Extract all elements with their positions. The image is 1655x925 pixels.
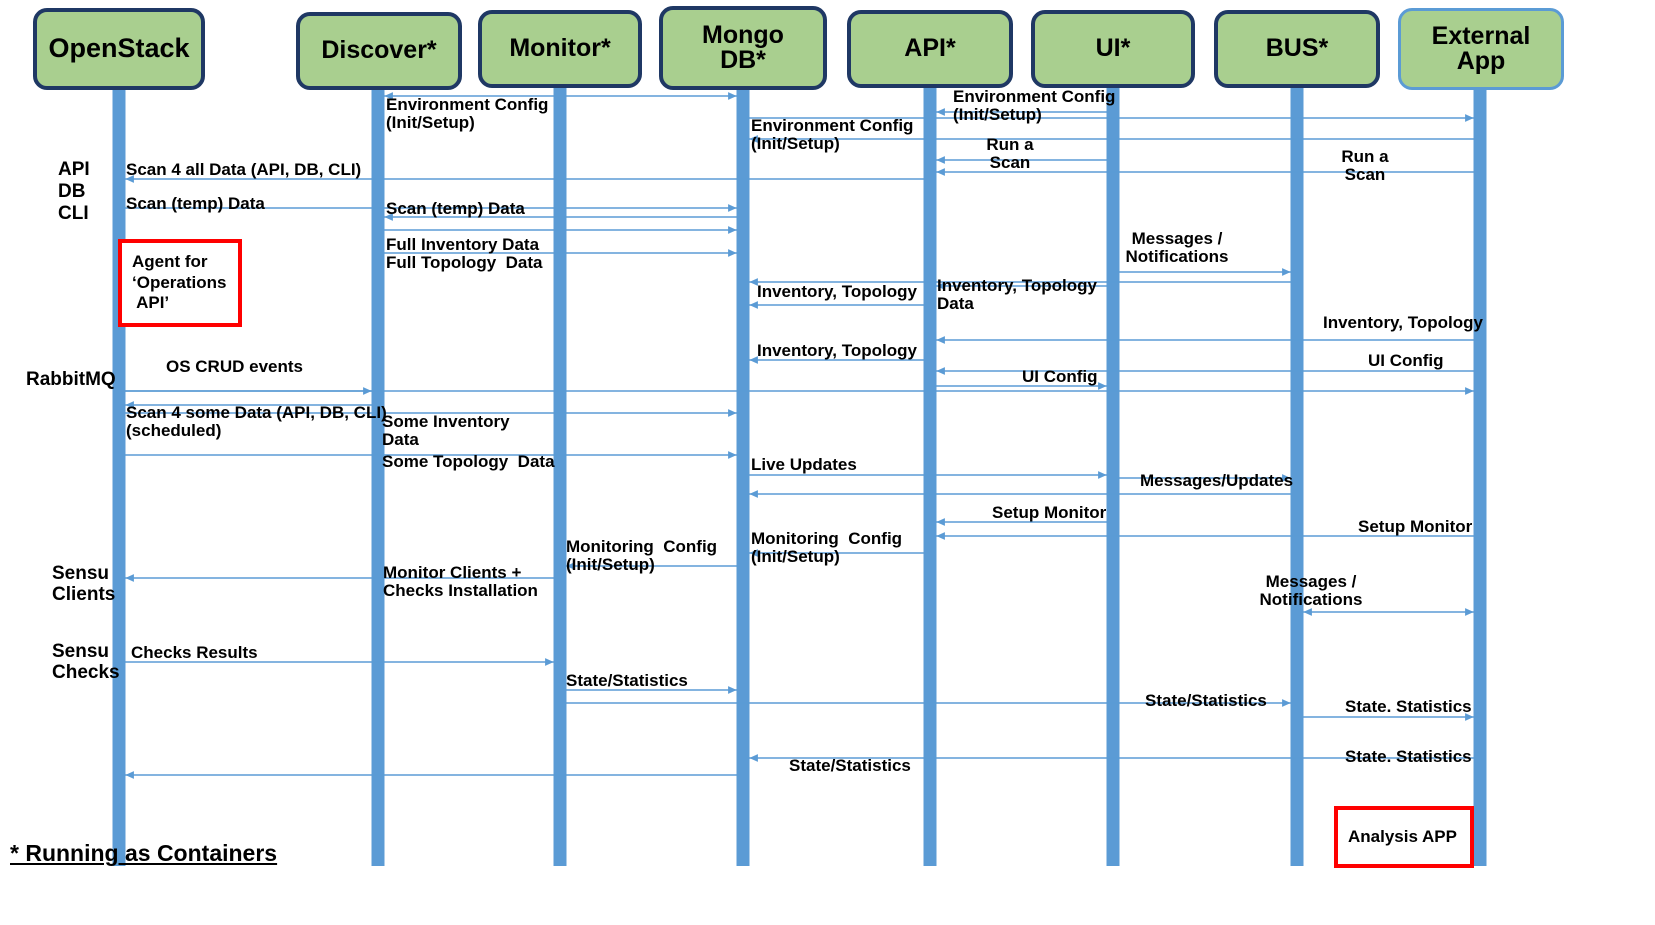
message-label-a25: Some Topology Data xyxy=(382,452,555,471)
row-label-5: Sensu Checks xyxy=(52,641,120,684)
lifeline-openstack xyxy=(112,88,126,866)
message-label-a33: Monitor Clients + Checks Installation xyxy=(383,563,538,600)
message-label-a01: Environment Config (Init/Setup) xyxy=(386,95,549,132)
message-label-a35: Checks Results xyxy=(131,643,258,662)
message-label-a09: Scan (temp) Data xyxy=(126,194,265,213)
participant-box-ui[interactable]: UI* xyxy=(1031,10,1195,88)
message-label-a12: Full Topology Data xyxy=(386,253,543,272)
lifeline-extapp xyxy=(1473,88,1487,866)
participant-box-bus[interactable]: BUS* xyxy=(1214,10,1380,88)
participant-box-extapp[interactable]: External App xyxy=(1398,8,1564,90)
message-label-a34: Messages / Notifications xyxy=(1259,572,1363,609)
row-label-0: API xyxy=(58,159,90,180)
footer-note: * Running as Containers xyxy=(10,840,278,866)
agent-callout-text: Agent for ‘Operations API’ xyxy=(132,251,227,313)
message-label-a31: Monitoring Config (Init/Setup) xyxy=(751,529,903,566)
lifeline-discover xyxy=(371,88,385,866)
message-label-a06: Run a Scan xyxy=(986,135,1034,172)
participant-box-monitor[interactable]: Monitor* xyxy=(478,10,642,88)
analysis-callout-text: Analysis APP xyxy=(1348,826,1457,846)
message-label-a10: Scan (temp) Data xyxy=(386,199,525,218)
participant-label-api: API* xyxy=(904,34,956,63)
participant-label-mongodb: Mongo DB* xyxy=(702,20,784,74)
participant-label-extapp: External App xyxy=(1431,21,1531,75)
lifeline-monitor xyxy=(553,88,567,866)
participant-box-api[interactable]: API* xyxy=(847,10,1013,88)
lifeline-group xyxy=(112,88,1487,866)
lifeline-mongodb xyxy=(736,88,750,866)
message-label-a23: Scan 4 some Data (API, DB, CLI) (schedul… xyxy=(126,403,387,440)
message-label-a38: State. Statistics xyxy=(1345,697,1472,716)
participant-box-discover[interactable]: Discover* xyxy=(296,12,462,90)
message-label-a22: OS CRUD events xyxy=(166,357,303,376)
message-label-a15: Inventory, Topology Data xyxy=(937,276,1097,313)
analysis-callout[interactable]: Analysis APP xyxy=(1334,806,1474,868)
message-label-a17: Inventory, Topology xyxy=(1323,313,1483,332)
message-label-a29: Setup Monitor xyxy=(992,503,1107,522)
message-label-a26: Live Updates xyxy=(751,455,857,474)
row-label-1: DB xyxy=(58,181,86,202)
message-label-a04: Environment Config (Init/Setup) xyxy=(751,116,914,153)
message-label-a40: State/Statistics xyxy=(789,756,911,775)
lifeline-ui xyxy=(1106,88,1120,866)
message-label-a14: Inventory, Topology xyxy=(757,282,917,301)
participant-label-openstack: OpenStack xyxy=(48,33,190,64)
message-label-a36: State/Statistics xyxy=(566,671,688,690)
lifeline-api xyxy=(923,88,937,866)
message-label-a13: Messages / Notifications xyxy=(1125,229,1229,266)
message-label-a27: Messages/Updates xyxy=(1140,471,1294,490)
message-label-a07: Run a Scan xyxy=(1341,147,1389,184)
participant-label-discover: Discover* xyxy=(321,36,437,65)
row-label-2: CLI xyxy=(58,203,89,224)
message-label-a39: State. Statistics xyxy=(1345,747,1472,766)
message-label-a03: Environment Config (Init/Setup) xyxy=(953,87,1116,124)
participant-label-monitor: Monitor* xyxy=(509,34,611,63)
message-label-a19: UI Config xyxy=(1368,351,1444,370)
lifeline-bus xyxy=(1290,88,1304,866)
message-label-a37: State/Statistics xyxy=(1145,691,1267,710)
agent-callout[interactable]: Agent for ‘Operations API’ xyxy=(118,239,242,327)
participant-box-mongodb[interactable]: Mongo DB* xyxy=(659,6,827,90)
message-label-a11: Full Inventory Data xyxy=(386,235,540,254)
message-label-a20: UI Config xyxy=(1022,367,1098,386)
message-label-a24: Some Inventory Data xyxy=(382,412,510,449)
message-label-a32: Monitoring Config (Init/Setup) xyxy=(566,537,718,574)
participant-label-ui: UI* xyxy=(1095,34,1131,63)
row-label-4: Sensu Clients xyxy=(52,563,116,606)
message-label-a18: Inventory, Topology xyxy=(757,341,917,360)
message-label-a08: Scan 4 all Data (API, DB, CLI) xyxy=(126,160,362,179)
row-label-3: RabbitMQ xyxy=(26,369,116,390)
participant-box-openstack[interactable]: OpenStack xyxy=(33,8,205,90)
arrow-group xyxy=(125,92,1474,779)
message-label-a30: Setup Monitor xyxy=(1358,517,1473,536)
participant-label-bus: BUS* xyxy=(1265,34,1329,63)
